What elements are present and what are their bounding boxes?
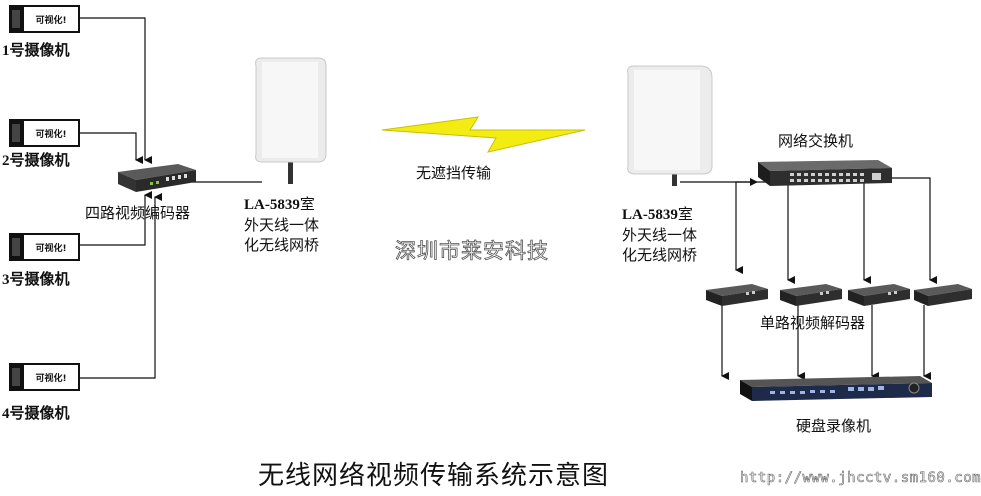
camera-4-label: 4号摄像机 [2, 406, 70, 422]
svg-text:可视化!: 可视化! [35, 14, 66, 26]
camera-3-label: 3号摄像机 [2, 272, 70, 288]
cam3-line [78, 191, 152, 246]
decoder-4 [914, 284, 972, 306]
cam2-line [78, 132, 143, 164]
camera-1-icon: 可视化! [9, 5, 80, 33]
camera-1-label: 1号摄像机 [2, 43, 70, 59]
camera-2-label: 2号摄像机 [2, 153, 70, 169]
decoder-1 [706, 284, 768, 306]
encoder-device [118, 164, 196, 192]
left-bridge-label: LA-5839室 外天线一体 化无线网桥 [244, 195, 320, 254]
svg-text:可视化!: 可视化! [35, 242, 66, 254]
diagram-title: 无线网络视频传输系统示意图 [258, 461, 610, 491]
camera-4-icon: 可视化! [9, 363, 80, 391]
camera-3-icon: 可视化! [9, 233, 80, 261]
camera-2-icon: 可视化! [9, 119, 80, 147]
dvr-label: 硬盘录像机 [796, 417, 872, 435]
svg-text:可视化!: 可视化! [35, 372, 66, 384]
left-bridge-antenna [255, 57, 327, 184]
encoder-label: 四路视频编码器 [85, 204, 191, 222]
svg-text:可视化!: 可视化! [35, 128, 66, 140]
network-switch [758, 160, 892, 186]
watermark: 深圳市莱安科技 [395, 239, 549, 264]
dvr-device [740, 376, 932, 401]
decoder-2 [780, 284, 842, 306]
decoder-label: 单路视频解码器 [760, 314, 866, 332]
decoder-3 [848, 284, 910, 306]
link-label: 无遮挡传输 [416, 164, 492, 182]
switch-label: 网络交换机 [778, 132, 854, 150]
left-bridge-model: LA-5839 [244, 197, 300, 213]
right-bridge-antenna [627, 65, 713, 186]
wireless-link-bolt [381, 116, 586, 153]
site-url: http://www.jhcctv.sm160.com [740, 470, 981, 487]
right-bridge-model: LA-5839 [622, 207, 678, 223]
right-bridge-label: LA-5839室 外天线一体 化无线网桥 [622, 205, 698, 264]
cam1-line [78, 17, 152, 164]
cam4-line [78, 193, 162, 379]
